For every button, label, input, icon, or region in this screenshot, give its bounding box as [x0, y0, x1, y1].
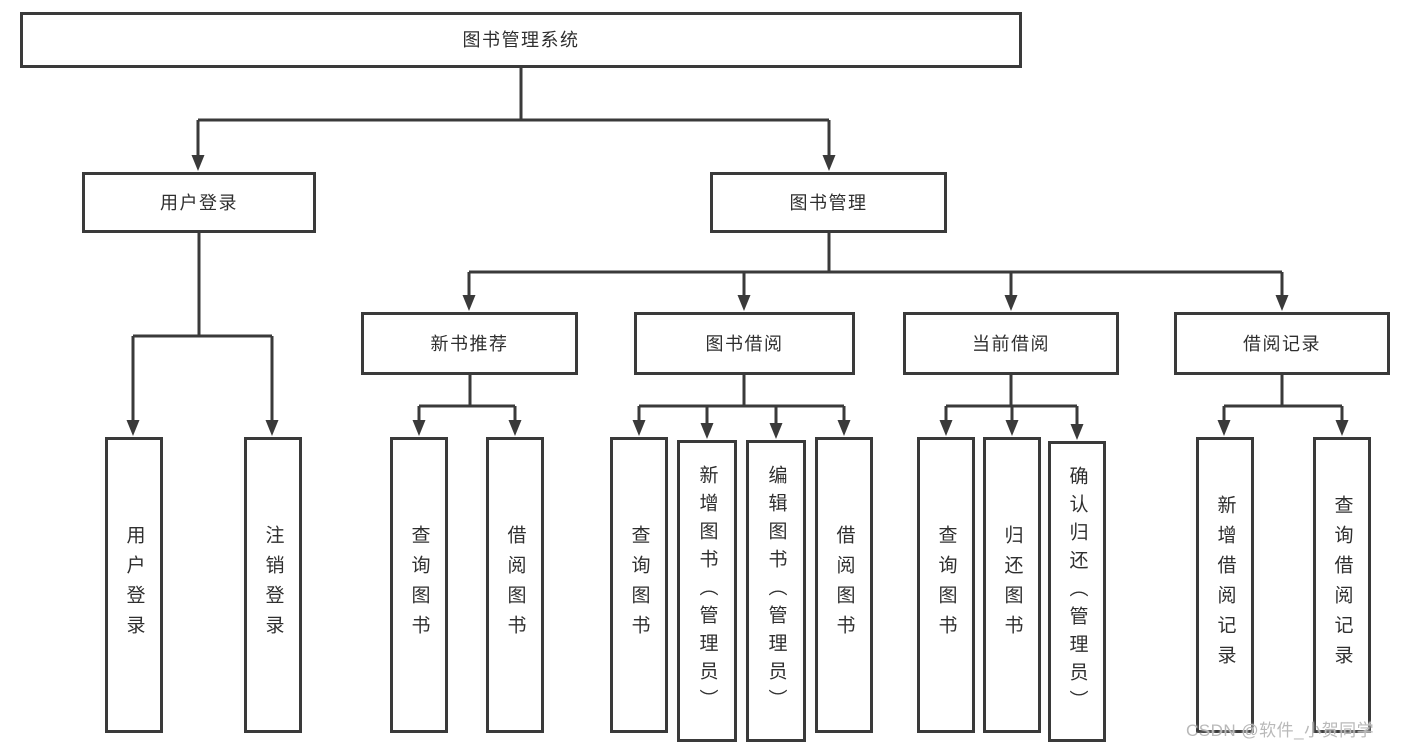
node-current-borrowing: 当前借阅: [903, 312, 1119, 375]
leaf-edit-book-admin: 编辑图书（管理员）: [746, 440, 806, 742]
leaf-query-books-recommend: 查询图书: [390, 437, 448, 733]
leaf-add-borrow-record: 新增借阅记录: [1196, 437, 1254, 733]
leaf-query-borrow-record: 查询借阅记录: [1313, 437, 1371, 733]
leaf-add-book-admin: 新增图书（管理员）: [677, 440, 737, 742]
node-book-borrowing: 图书借阅: [634, 312, 855, 375]
leaf-borrow-books-recommend: 借阅图书: [486, 437, 544, 733]
leaf-user-login: 用户登录: [105, 437, 163, 733]
node-borrowing-records: 借阅记录: [1174, 312, 1390, 375]
node-user-login: 用户登录: [82, 172, 316, 233]
node-library-system: 图书管理系统: [20, 12, 1022, 68]
tree-edges: [131, 68, 1344, 430]
node-book-management: 图书管理: [710, 172, 947, 233]
leaf-return-books: 归还图书: [983, 437, 1041, 733]
node-new-book-recommend: 新书推荐: [361, 312, 578, 375]
leaf-logout: 注销登录: [244, 437, 302, 733]
csdn-watermark: CSDN @软件_小贺同学: [1186, 721, 1375, 740]
leaf-query-books-current: 查询图书: [917, 437, 975, 733]
leaf-borrow-books-borrowing: 借阅图书: [815, 437, 873, 733]
leaf-query-books-borrowing: 查询图书: [610, 437, 668, 733]
leaf-confirm-return-admin: 确认归还（管理员）: [1048, 441, 1106, 742]
